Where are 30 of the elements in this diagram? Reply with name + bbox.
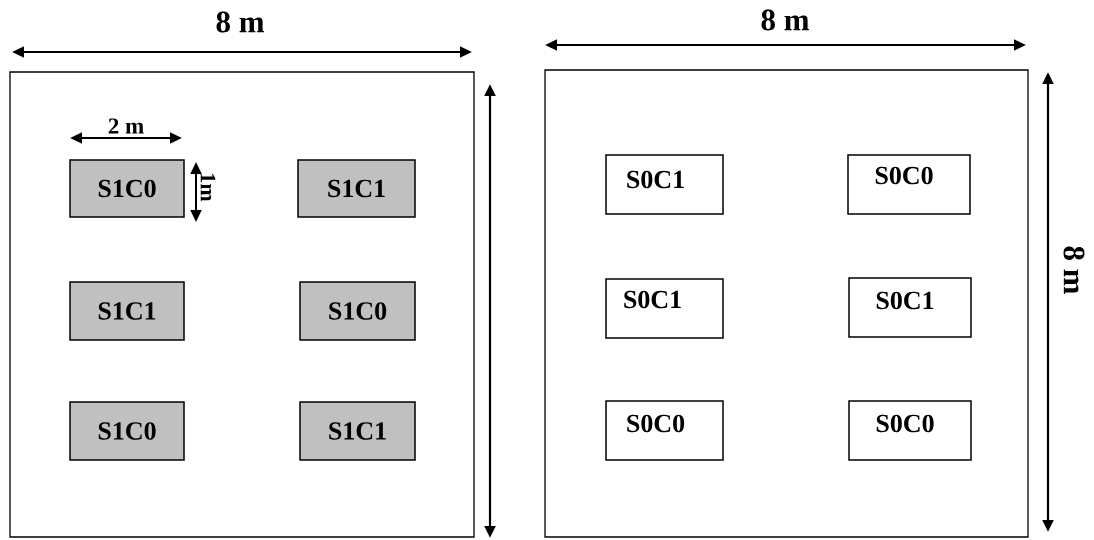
area-code: S1C0 (98, 179, 156, 198)
area-code: S1C0 (98, 422, 156, 440)
area-box (69, 281, 185, 341)
floor-frame (544, 69, 1029, 538)
area-code: S1C1 (98, 302, 156, 320)
dimension-label: 8 m (1063, 246, 1085, 294)
area-code: S0C0 (876, 414, 934, 433)
area-code: S0C1 (627, 170, 684, 189)
area-box (605, 154, 724, 215)
area-code: S1C1 (328, 179, 385, 198)
area-box (605, 400, 724, 461)
area-code: S0C0 (627, 414, 685, 433)
area-box (847, 154, 971, 215)
area-box (69, 159, 185, 218)
dimension-label: 2 m (108, 118, 144, 134)
area-code: S1C0 (329, 302, 387, 320)
area-code: S1C1 (329, 422, 386, 440)
area-box (299, 281, 416, 341)
dimension-label: 8 m (761, 9, 809, 31)
area-code: S0C0 (875, 166, 933, 185)
area-box (605, 278, 724, 339)
area-box (69, 401, 185, 461)
area-box (848, 277, 972, 338)
area-code: S0C1 (876, 291, 934, 310)
area-code: S0C1 (624, 290, 681, 309)
floor-frame (9, 71, 475, 538)
area-box (297, 159, 416, 218)
dimension-label: 8 m (216, 11, 264, 33)
area-box (299, 401, 416, 461)
area-box (848, 400, 972, 461)
